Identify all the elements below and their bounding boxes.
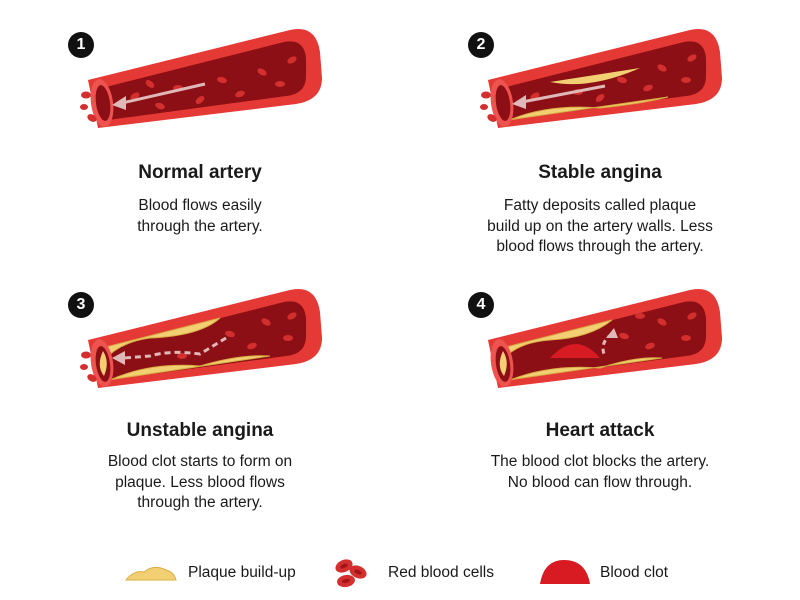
description-line: Blood clot starts to form on (107, 453, 293, 470)
legend-plaque-build-up: Plaque build-up (122, 556, 322, 590)
step-number-badge: 1 (68, 32, 94, 58)
description-line: through the artery. (137, 494, 263, 511)
step-number-badge: 3 (68, 292, 94, 318)
panel-title: Stable angina (538, 162, 662, 183)
legend-label: Blood clot (600, 564, 669, 581)
panel-title: Unstable angina (126, 420, 274, 441)
description-line: Fatty deposits called plaque (503, 197, 697, 214)
description-line: The blood clot blocks the artery. (490, 453, 710, 470)
panel-heart-attack: 4 Heart attack The blood clot blocks the… (400, 276, 800, 556)
description-line: blood flows through the artery. (496, 238, 704, 255)
description-line: No blood can flow through. (507, 473, 693, 491)
panel-description: The blood clot blocks the artery. No blo… (400, 452, 800, 493)
blood-clot-icon (540, 560, 590, 584)
panel-stable-angina: 2 Stable angina Fatty deposits called pl… (400, 0, 800, 280)
description-line: Blood flows easily (138, 197, 262, 214)
panel-description: Blood clot starts to form on plaque. Les… (0, 452, 400, 514)
step-number-badge: 4 (468, 292, 494, 318)
panel-title: Normal artery (138, 162, 262, 183)
legend-label: Red blood cells (388, 564, 494, 581)
legend-red-blood-cells: Red blood cells (332, 556, 522, 590)
panel-description: Blood flows easily through the artery. (0, 196, 400, 237)
description-line: plaque. Less blood flows (115, 473, 285, 491)
description-line: build up on the artery walls. Less (487, 217, 713, 235)
description-line: through the artery. (137, 217, 263, 235)
legend-blood-clot: Blood clot (538, 556, 698, 590)
panel-unstable-angina: 3 Unstable angina Blood clot starts to f… (0, 276, 400, 556)
panel-title: Heart attack (545, 420, 655, 441)
heart-attack-illustration (488, 288, 722, 388)
red-blood-cells-icon (335, 559, 367, 588)
panel-description: Fatty deposits called plaque build up on… (400, 196, 800, 258)
plaque-icon (124, 566, 177, 581)
legend-label: Plaque build-up (188, 564, 296, 581)
step-number-badge: 2 (468, 32, 494, 58)
unstable-angina-illustration (80, 288, 322, 388)
stable-angina-illustration (480, 28, 722, 128)
normal-artery-illustration (80, 28, 322, 128)
panel-normal-artery: 1 Normal artery Blood flows easily throu… (0, 0, 400, 280)
